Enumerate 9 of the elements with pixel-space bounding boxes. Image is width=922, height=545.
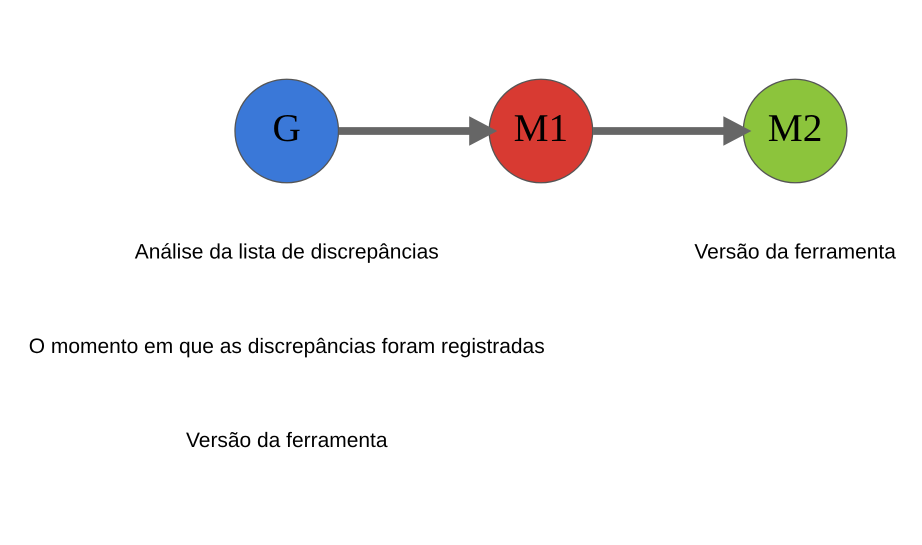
node-circle: M2 [742,78,848,184]
arrow [338,116,498,146]
label: O momento em que as discrepâncias foram registradas [28,334,545,358]
node-circle: M1 [488,78,594,184]
node-circle: G [234,78,340,184]
label: Versão da ferramenta [694,240,896,264]
arrow [593,116,752,146]
label: Versão da ferramenta [186,429,388,452]
label: Análise da lista de discrepâncias [134,240,439,264]
